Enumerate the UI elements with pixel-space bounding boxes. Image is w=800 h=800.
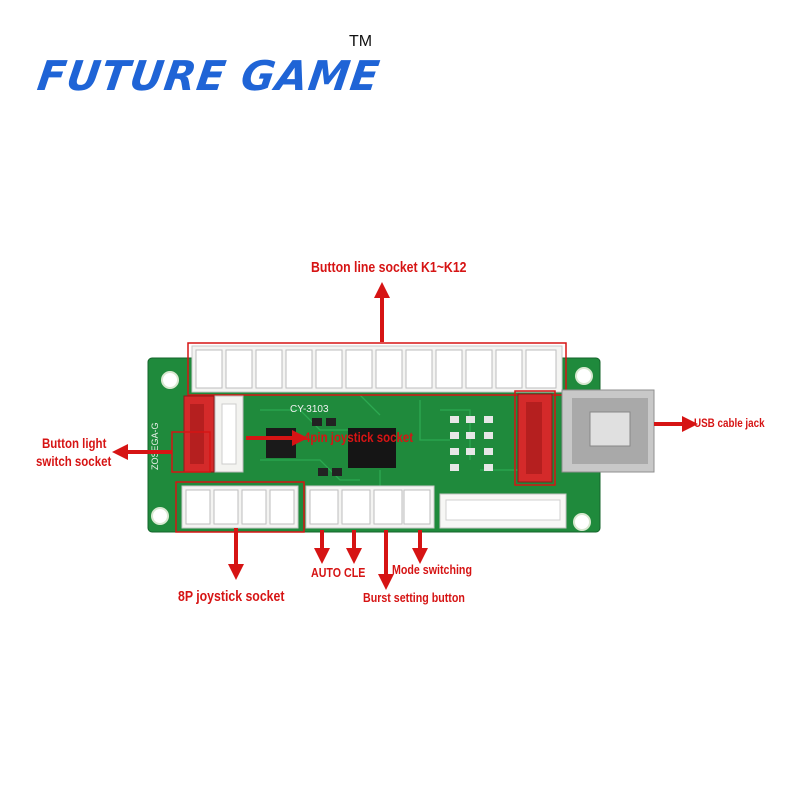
mount-hole bbox=[575, 367, 593, 385]
label-auto: AUTO bbox=[311, 565, 342, 580]
function-sockets bbox=[305, 485, 435, 529]
components bbox=[266, 416, 493, 476]
label-button-light-line2: switch socket bbox=[36, 453, 112, 469]
label-cle: CLE bbox=[344, 565, 366, 580]
model-silkscreen: CY-3103 bbox=[290, 404, 329, 415]
button-light-socket bbox=[171, 395, 244, 473]
trademark-mark: TM bbox=[349, 33, 373, 50]
label-usb-cable-jack: USB cable jack bbox=[694, 416, 765, 430]
right-red-socket bbox=[514, 390, 556, 486]
usb-b-jack bbox=[561, 389, 655, 473]
label-burst-setting-button: Burst setting button bbox=[363, 590, 465, 605]
label-button-line-socket: Button line socket K1~K12 bbox=[311, 259, 467, 276]
label-mode-switching: Mode switching bbox=[392, 562, 472, 577]
mount-hole bbox=[151, 507, 169, 525]
label-button-light-line1: Button light bbox=[42, 435, 107, 451]
white-connector-right bbox=[439, 493, 567, 529]
side-silkscreen: ZOSEGA-G bbox=[150, 422, 160, 470]
mount-hole bbox=[573, 513, 591, 531]
label-8p-joystick-socket: 8P joystick socket bbox=[178, 588, 285, 605]
joystick-8p-sockets bbox=[175, 481, 305, 533]
button-line-sockets bbox=[187, 342, 567, 396]
mount-hole bbox=[161, 371, 179, 389]
label-joystick-socket-overlay: 4pin joystick socket bbox=[304, 429, 414, 445]
